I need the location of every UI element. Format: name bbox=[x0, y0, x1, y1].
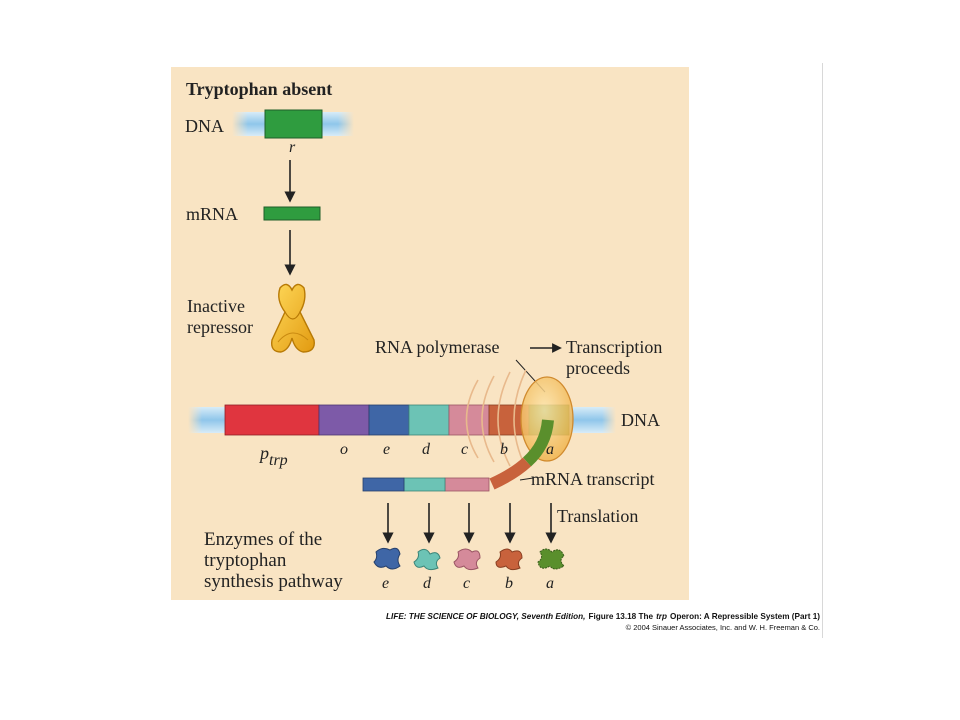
gene-label-e: e bbox=[383, 441, 390, 458]
translation-arrows bbox=[382, 503, 557, 544]
page-divider-line bbox=[822, 63, 823, 638]
operon-dna-label: DNA bbox=[621, 410, 660, 430]
transcription-label-line1: Transcription bbox=[566, 337, 662, 357]
promoter-label: ptrp bbox=[258, 443, 288, 469]
figure-caption-line1: LIFE: THE SCIENCE OF BIOLOGY, Seventh Ed… bbox=[386, 612, 820, 621]
gene-label-a: a bbox=[546, 441, 554, 458]
enzyme-label-b: b bbox=[505, 575, 513, 592]
gene-label-d: d bbox=[422, 441, 431, 458]
promoter-region bbox=[224, 404, 320, 436]
gene-e-region bbox=[368, 404, 410, 436]
regulator-gene-r bbox=[264, 109, 323, 139]
enzymes-label-line3: synthesis pathway bbox=[204, 571, 343, 592]
mrna-transcript-strand bbox=[362, 419, 554, 492]
operator-region bbox=[318, 404, 370, 436]
enzyme-label-a: a bbox=[546, 575, 554, 592]
enzyme-c-shape bbox=[453, 548, 481, 571]
operator-label: o bbox=[340, 441, 348, 458]
gene-label-c: c bbox=[461, 441, 468, 458]
enzyme-label-d: d bbox=[423, 575, 432, 592]
transcript-pointer-line bbox=[519, 477, 534, 481]
inactive-repressor-shape bbox=[271, 283, 315, 353]
transcription-waves bbox=[465, 369, 527, 469]
enzyme-label-e: e bbox=[382, 575, 389, 592]
enzymes-label-line1: Enzymes of the bbox=[204, 529, 322, 550]
regulator-dna-strand bbox=[232, 109, 354, 139]
mrna-transcript-label: mRNA transcript bbox=[531, 469, 655, 489]
gene-d-region bbox=[408, 404, 450, 436]
regulator-mrna-strand bbox=[263, 206, 321, 221]
rna-polymerase-label: RNA polymerase bbox=[375, 337, 499, 357]
enzyme-d-shape bbox=[413, 548, 441, 571]
regulator-mrna-label: mRNA bbox=[186, 204, 238, 224]
figure-title: Tryptophan absent bbox=[186, 79, 332, 99]
enzyme-b-shape bbox=[495, 548, 523, 571]
enzymes-label-line2: tryptophan bbox=[204, 550, 287, 571]
transcription-label-line2: proceeds bbox=[566, 358, 630, 378]
regulator-gene-label: r bbox=[289, 139, 296, 156]
rna-polymerase-shape bbox=[520, 376, 574, 462]
translation-label: Translation bbox=[557, 506, 638, 526]
figure-caption-line2: © 2004 Sinauer Associates, Inc. and W. H… bbox=[626, 623, 820, 632]
repressor-label-line2: repressor bbox=[187, 317, 253, 337]
enzyme-label-c: c bbox=[463, 575, 470, 592]
repressor-label-line1: Inactive bbox=[187, 296, 245, 316]
enzyme-a-shape bbox=[537, 548, 565, 570]
regulator-dna-label: DNA bbox=[185, 116, 224, 136]
gene-label-b: b bbox=[500, 441, 508, 458]
enzyme-e-shape bbox=[373, 547, 401, 570]
figure-panel bbox=[171, 67, 689, 600]
